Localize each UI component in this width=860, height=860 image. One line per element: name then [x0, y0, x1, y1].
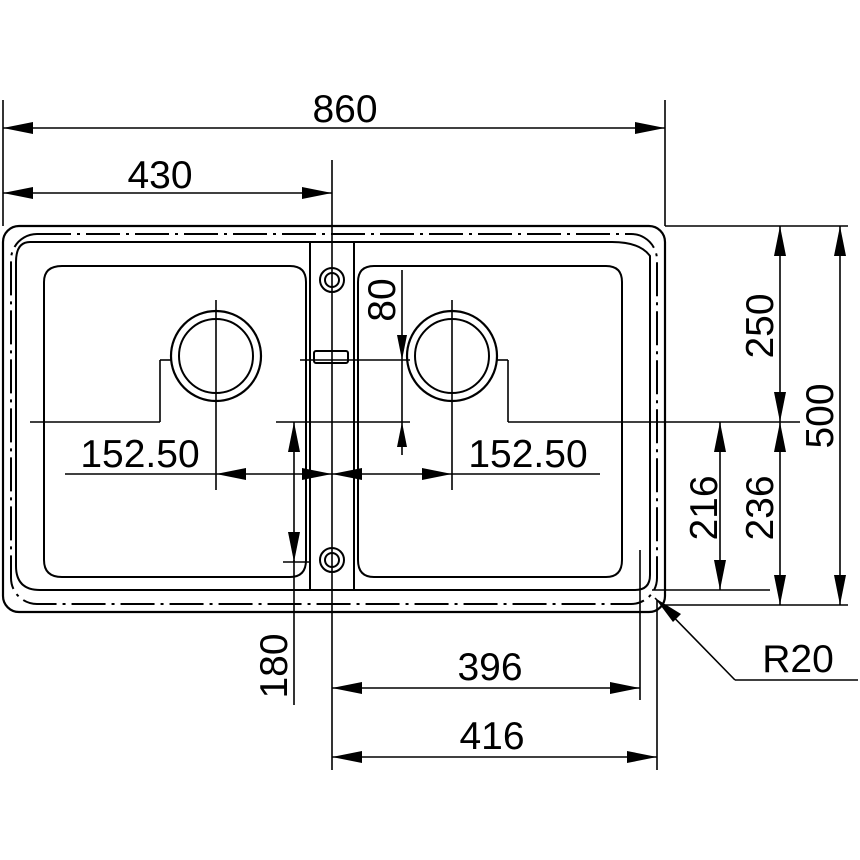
label-corner-radius: R20 — [762, 638, 834, 681]
label-drain-offset-left: 152.50 — [80, 433, 199, 476]
label-overall-depth: 500 — [799, 383, 842, 448]
label-bowl-depth-outer: 236 — [739, 475, 782, 540]
label-overall-width: 860 — [312, 88, 377, 131]
dim-bowl-width-inner: 396 — [332, 646, 640, 694]
sink-outer-edge — [1, 224, 667, 614]
label-bowl-width-outer: 416 — [459, 715, 524, 758]
extension-lines — [2, 100, 848, 770]
dim-overall-width: 860 — [3, 88, 665, 134]
label-bowl-depth-inner: 216 — [683, 475, 726, 540]
dim-corner-radius: R20 — [654, 597, 858, 681]
sink-rim-dashed — [10, 233, 658, 605]
dim-half-width: 430 — [3, 154, 332, 199]
label-bowl-width-inner: 396 — [457, 646, 522, 689]
label-overflow-offset: 80 — [361, 278, 404, 321]
dim-drain-offset-left: 152.50 — [65, 433, 332, 480]
dim-depth-to-drain: 250 — [739, 226, 786, 422]
sink-inner-rim — [15, 241, 651, 591]
dim-bowl-depth-outer: 236 — [739, 422, 786, 605]
label-depth-to-drain: 250 — [739, 293, 782, 358]
dim-bowl-width-outer: 416 — [332, 715, 657, 763]
label-half-width: 430 — [127, 154, 192, 197]
dim-overflow-offset: 80 — [361, 270, 407, 455]
dim-overall-depth: 500 — [799, 226, 846, 605]
right-bowl-outline — [357, 265, 623, 578]
label-front-offset: 180 — [253, 633, 296, 698]
overflow-slot — [313, 350, 349, 364]
label-drain-offset-right: 152.50 — [468, 433, 587, 476]
dim-drain-offset-right: 152.50 — [332, 433, 600, 480]
dim-front-offset: 180 — [253, 422, 300, 699]
dim-bowl-depth-inner: 216 — [683, 422, 726, 590]
sink-outline — [1, 224, 667, 614]
left-bowl-outline — [43, 265, 307, 578]
